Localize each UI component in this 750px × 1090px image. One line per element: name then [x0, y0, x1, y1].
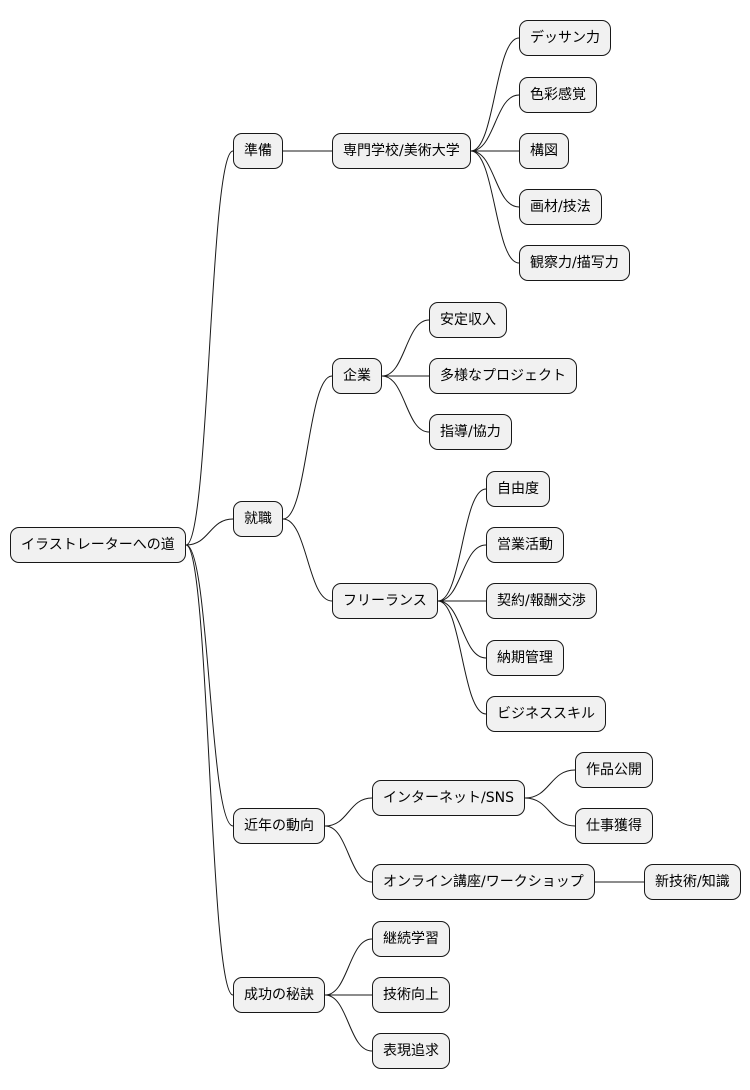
- connector-n-secret-n-expression: [324, 994, 373, 1052]
- connector-n-secret-n-learning: [324, 938, 373, 996]
- connector-n-internet-n-getwork: [524, 797, 576, 827]
- connector-n-school-n-color: [470, 94, 520, 152]
- connector-n-freelance-n-freedom: [437, 488, 487, 602]
- node-school-university[interactable]: 専門学校/美術大学: [332, 133, 471, 169]
- branch-node-preparation[interactable]: 準備: [233, 133, 283, 169]
- leaf-node-skill-improvement[interactable]: 技術向上: [372, 977, 450, 1013]
- leaf-node-various-projects[interactable]: 多様なプロジェクト: [429, 358, 577, 394]
- leaf-node-sales-activity[interactable]: 営業活動: [486, 527, 564, 563]
- connector-n-trends-n-online: [324, 825, 373, 883]
- leaf-node-new-tech-knowledge[interactable]: 新技術/知識: [644, 864, 741, 900]
- leaf-node-materials-techniques[interactable]: 画材/技法: [519, 189, 602, 225]
- connector-n-school-n-dessin: [470, 37, 520, 152]
- connector-n-freelance-n-business: [437, 600, 487, 715]
- leaf-node-pursuit-of-expression[interactable]: 表現追求: [372, 1033, 450, 1069]
- leaf-node-color-sense[interactable]: 色彩感覚: [519, 77, 597, 113]
- connector-n-company-n-guidance: [381, 375, 430, 433]
- leaf-node-deadline-management[interactable]: 納期管理: [486, 640, 564, 676]
- leaf-node-stable-income[interactable]: 安定収入: [429, 302, 507, 338]
- connector-n-freelance-n-deadline: [437, 600, 487, 659]
- leaf-node-guidance[interactable]: 指導/協力: [429, 414, 512, 450]
- branch-node-recent-trends[interactable]: 近年の動向: [233, 808, 325, 844]
- leaf-node-composition[interactable]: 構図: [519, 133, 569, 169]
- leaf-node-observation[interactable]: 観察力/描写力: [519, 245, 630, 281]
- connector-n-freelance-n-sales: [437, 544, 487, 602]
- node-online-courses[interactable]: オンライン講座/ワークショップ: [372, 864, 595, 900]
- connector-n-job-n-freelance: [282, 518, 333, 602]
- root-node[interactable]: イラストレーターへの道: [10, 527, 186, 563]
- leaf-node-contract-negotiation[interactable]: 契約/報酬交渉: [486, 583, 597, 619]
- connector-n-internet-n-publish: [524, 769, 576, 799]
- leaf-node-business-skills[interactable]: ビジネススキル: [486, 696, 606, 732]
- leaf-node-dessin[interactable]: デッサン力: [519, 20, 611, 56]
- connector-n-root-n-trends: [185, 544, 234, 827]
- node-company[interactable]: 企業: [332, 358, 382, 394]
- connector-n-root-n-secret: [185, 544, 234, 996]
- leaf-node-publish-works[interactable]: 作品公開: [575, 752, 653, 788]
- node-internet-sns[interactable]: インターネット/SNS: [372, 780, 525, 816]
- node-freelance[interactable]: フリーランス: [332, 583, 438, 619]
- leaf-node-freedom[interactable]: 自由度: [486, 471, 550, 507]
- leaf-node-continuous-learning[interactable]: 継続学習: [372, 921, 450, 957]
- connector-n-trends-n-internet: [324, 797, 373, 827]
- connector-n-school-n-materials: [470, 150, 520, 208]
- leaf-node-get-work[interactable]: 仕事獲得: [575, 808, 653, 844]
- connector-n-root-n-job: [185, 518, 234, 546]
- connector-n-company-n-stable-income: [381, 319, 430, 377]
- connector-n-root-n-prep: [185, 150, 234, 546]
- branch-node-keys-to-success[interactable]: 成功の秘訣: [233, 977, 325, 1013]
- connector-n-job-n-company: [282, 375, 333, 520]
- connector-n-school-n-observation: [470, 150, 520, 264]
- branch-node-employment[interactable]: 就職: [233, 501, 283, 537]
